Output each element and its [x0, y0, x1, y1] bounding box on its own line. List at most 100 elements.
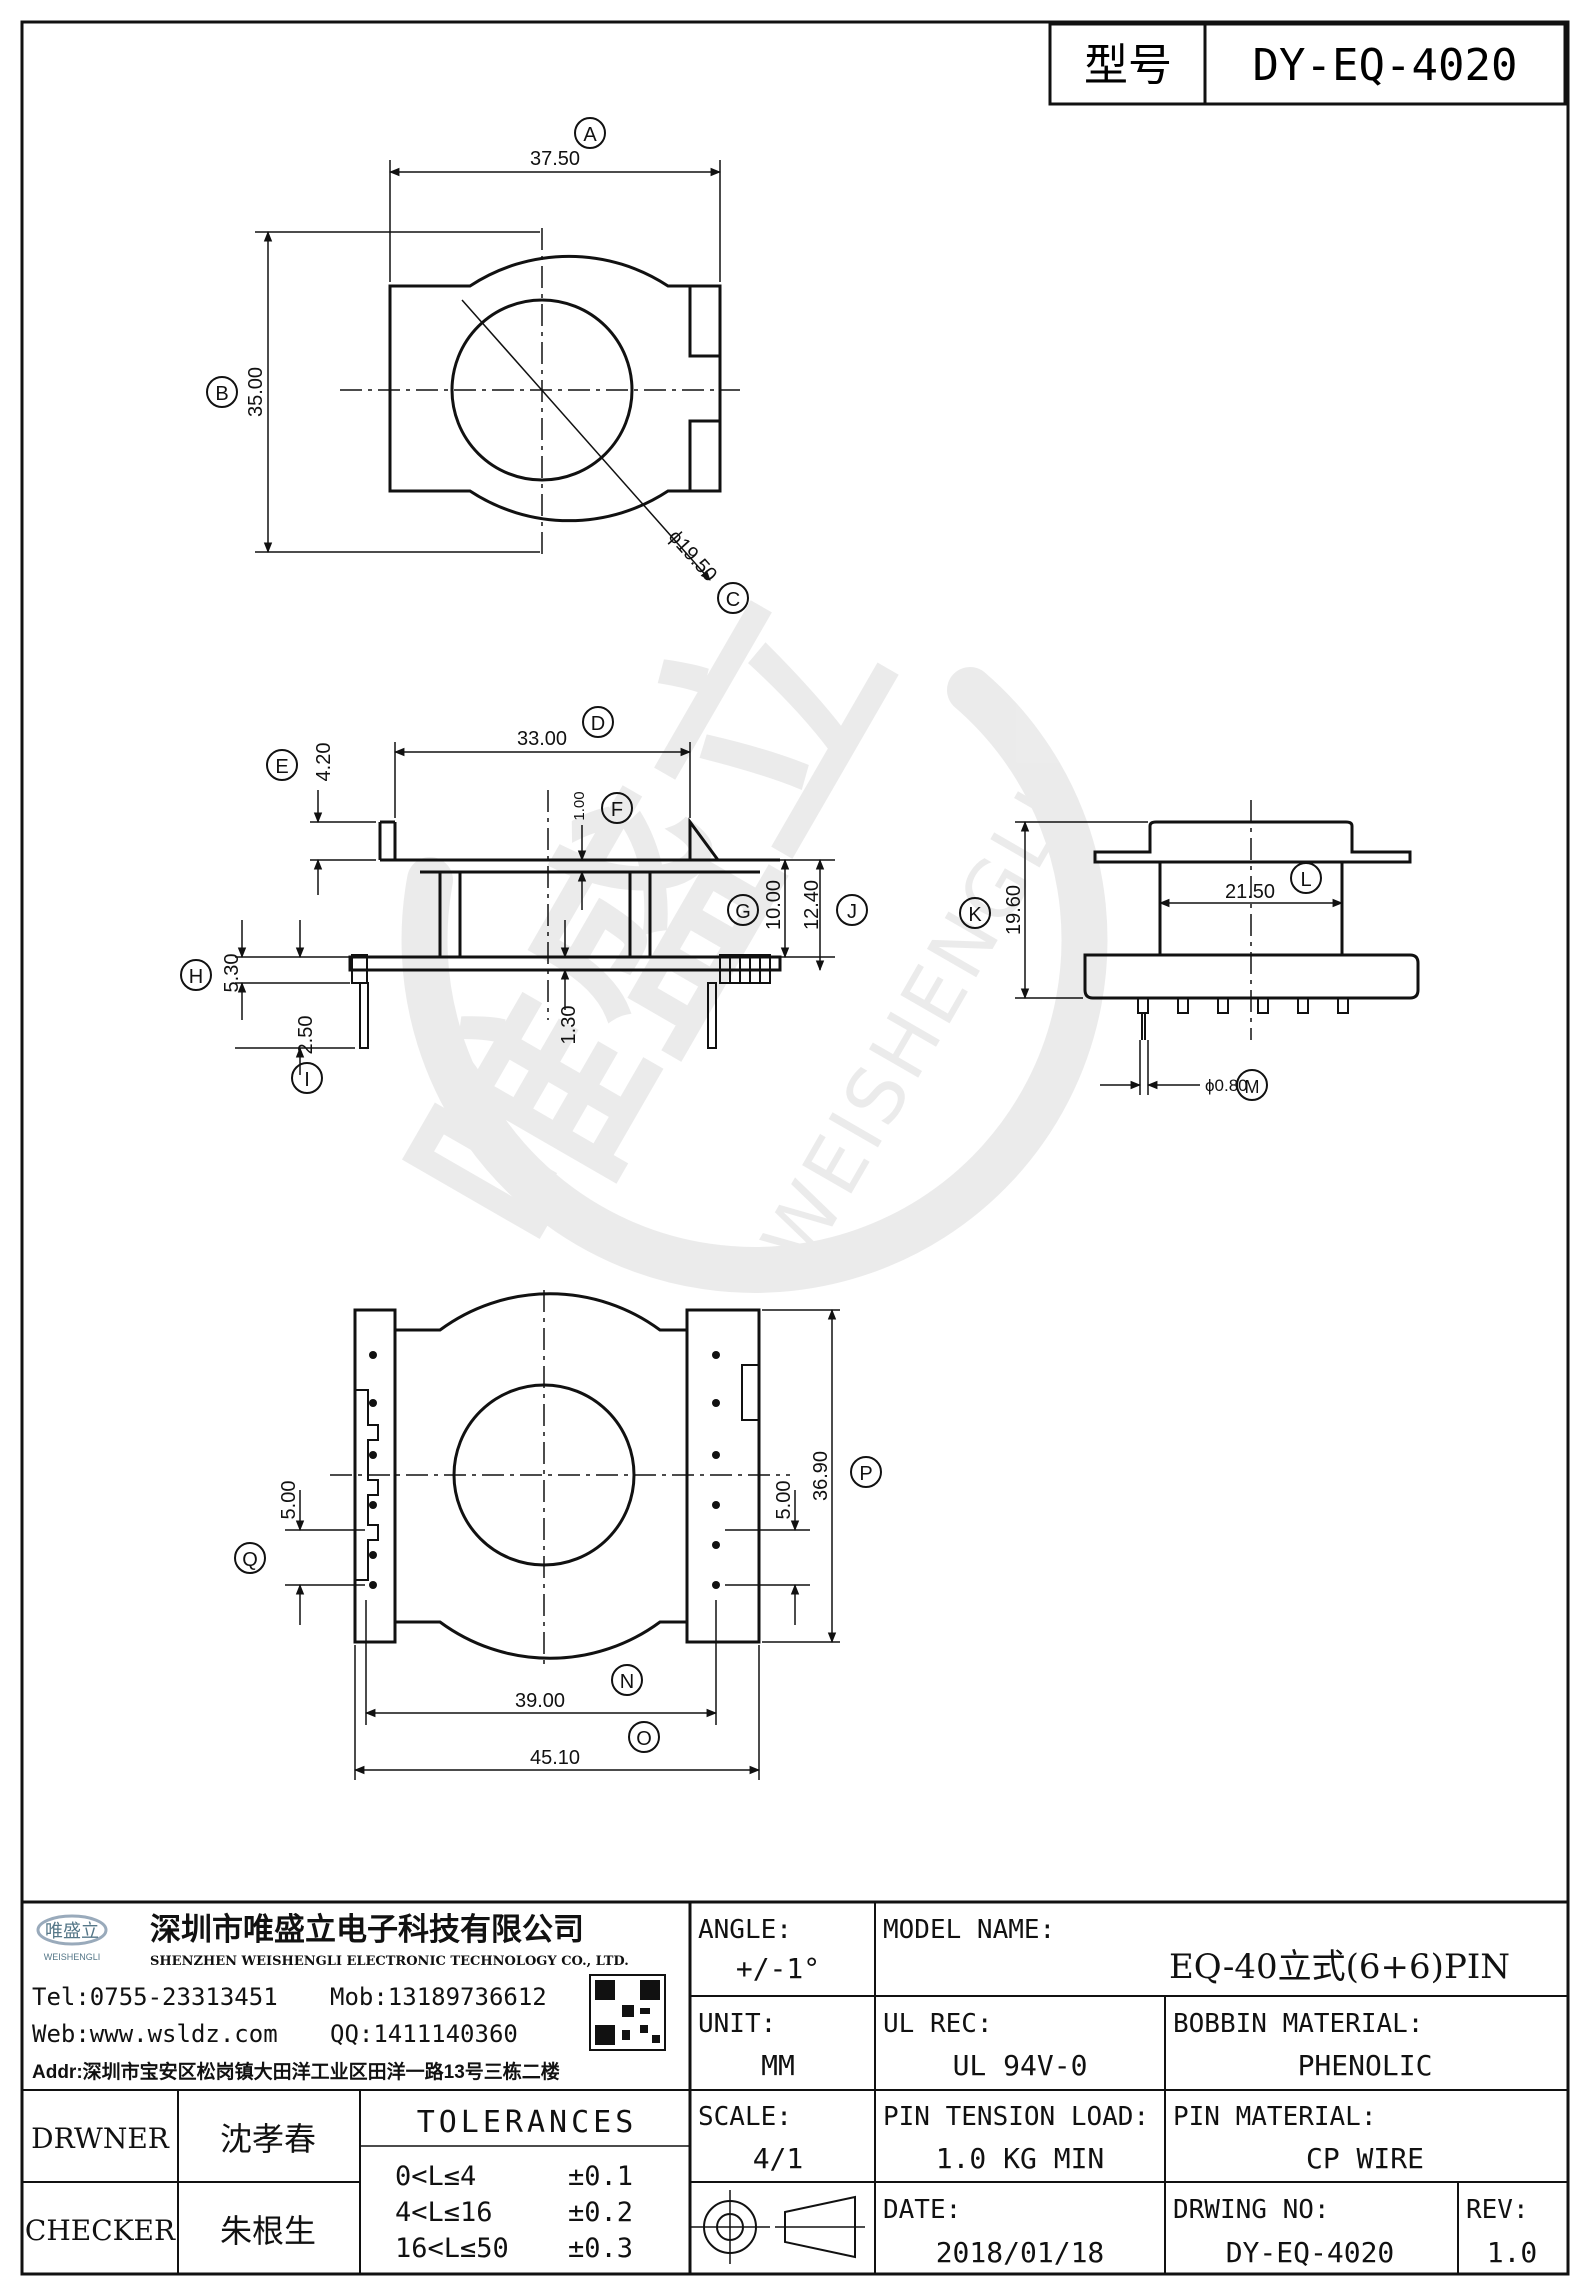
scale-label: SCALE:	[698, 2102, 792, 2132]
label-q: Q	[242, 1549, 258, 1571]
model-title-label: 型号	[1084, 41, 1172, 90]
title-block	[22, 1900, 1568, 2274]
company-mob: Mob:13189736612	[330, 1983, 547, 2011]
label-g: G	[735, 901, 751, 923]
scale-value: 4/1	[753, 2142, 804, 2175]
label-f: F	[611, 799, 623, 821]
tol-value-2: ±0.3	[568, 2233, 633, 2264]
title-block-text: 唯盛立 WEISHENGLI 深圳市唯盛立电子科技有限公司 SHENZHEN W…	[25, 1912, 1537, 2269]
label-c: C	[726, 589, 740, 611]
model-title-value: DY-EQ-4020	[1253, 40, 1518, 91]
sheet-border	[20, 20, 1570, 2276]
dim-f-value: 1.00	[571, 791, 588, 820]
dim-j-value: 12.40	[801, 880, 823, 930]
tol-range-0: 0<L≤4	[395, 2161, 476, 2192]
side-view-top-flange	[1093, 820, 1412, 864]
label-e: E	[275, 756, 288, 778]
label-b: B	[215, 383, 228, 405]
label-h: H	[189, 966, 203, 988]
drwner-value: 沈孝春	[220, 2121, 316, 2157]
angle-label: ANGLE:	[698, 1915, 792, 1945]
dim-q-right-value: 5.00	[773, 1481, 795, 1520]
top-view	[255, 160, 740, 581]
side-view-annotations: 19.60 21.50 ϕ0.80 K L M	[959, 862, 1322, 1101]
checker-label: CHECKER	[25, 2214, 176, 2247]
drwner-label: DRWNER	[31, 2122, 170, 2155]
logo-text: 唯盛立	[45, 1921, 99, 1941]
date-label: DATE:	[883, 2195, 961, 2225]
label-l: L	[1300, 869, 1311, 891]
pin-material-value: CP WIRE	[1306, 2142, 1424, 2175]
tol-range-1: 4<L≤16	[395, 2197, 493, 2228]
checker-value: 朱根生	[220, 2213, 316, 2249]
front-view-annotations: 33.00 4.20 1.00 10.00 12.40 5.30 2.50 1.…	[180, 706, 868, 1094]
rev-value: 1.0	[1487, 2236, 1538, 2269]
label-j: J	[847, 901, 857, 923]
company-web: Web:www.wsldz.com	[32, 2020, 278, 2048]
angle-value: +/-1°	[736, 1952, 820, 1985]
front-view-lower-flange	[348, 955, 782, 972]
dim-m-value: ϕ0.80	[1205, 1076, 1248, 1095]
side-view-base	[1083, 953, 1420, 1000]
front-view	[235, 742, 835, 1075]
side-view	[1015, 800, 1420, 1095]
dim-l-value: 21.50	[1225, 881, 1275, 903]
tolerances-label: TOLERANCES	[417, 2105, 638, 2140]
label-n: N	[620, 1671, 634, 1693]
dim-i-value: 2.50	[295, 1016, 317, 1055]
dim-c-value: ϕ19.50	[664, 526, 721, 586]
top-view-outline	[388, 254, 722, 523]
unit-value: MM	[761, 2049, 795, 2082]
bobbin-label: BOBBIN MATERIAL:	[1173, 2009, 1423, 2039]
top-view-annotations: 37.50 35.00 ϕ19.50 A B C	[206, 117, 749, 614]
dim-e-value: 4.20	[313, 743, 335, 782]
company-tel: Tel:0755-23313451	[32, 1983, 278, 2011]
dim-q-left-value: 5.00	[278, 1481, 300, 1520]
model-name-label: MODEL NAME:	[883, 1915, 1055, 1945]
bottom-view-outline	[395, 1292, 687, 1660]
pin-tension-value: 1.0 KG MIN	[936, 2142, 1105, 2175]
pin-tension-label: PIN TENSION LOAD:	[883, 2102, 1149, 2132]
company-name-cn: 深圳市唯盛立电子科技有限公司	[150, 1912, 584, 1947]
dim-o-value: 45.10	[530, 1747, 580, 1769]
tol-value-0: ±0.1	[568, 2161, 633, 2192]
dim-a-value: 37.50	[530, 148, 580, 170]
drwing-no-label: DRWING NO:	[1173, 2195, 1330, 2225]
dim-h-value: 5.30	[221, 954, 243, 993]
label-k: K	[968, 904, 982, 926]
dim-g-value: 10.00	[763, 880, 785, 930]
tol-value-1: ±0.2	[568, 2197, 633, 2228]
pin-material-label: PIN MATERIAL:	[1173, 2102, 1377, 2132]
rev-label: REV:	[1466, 2195, 1529, 2225]
top-view-bore	[450, 298, 634, 482]
logo-sub: WEISHENGLI	[44, 1952, 101, 1962]
drwing-no-value: DY-EQ-4020	[1226, 2236, 1395, 2269]
dim-p-value: 36.90	[810, 1451, 832, 1501]
dim-n-value: 39.00	[515, 1690, 565, 1712]
label-i: I	[304, 1069, 310, 1091]
company-qq: QQ:1411140360	[330, 2020, 518, 2048]
label-m: M	[1245, 1077, 1260, 1097]
ul-rec-value: UL 94V-0	[953, 2049, 1088, 2082]
label-o: O	[636, 1728, 652, 1750]
ul-rec-label: UL REC:	[883, 2009, 993, 2039]
unit-label: UNIT:	[698, 2009, 776, 2039]
label-a: A	[583, 124, 597, 146]
model-title-box: 型号 DY-EQ-4020	[1048, 22, 1567, 106]
company-addr: Addr:深圳市宝安区松岗镇大田洋工业区田洋一路13号三栋二楼	[32, 2060, 560, 2083]
bobbin-value: PHENOLIC	[1298, 2049, 1433, 2082]
label-p: P	[859, 1463, 872, 1485]
dim-b-value: 35.00	[245, 367, 267, 417]
bottom-view	[285, 1290, 840, 1780]
tol-range-2: 16<L≤50	[395, 2233, 509, 2264]
label-d: D	[591, 713, 605, 735]
dim-base-value: 1.30	[558, 1006, 580, 1045]
date-value: 2018/01/18	[936, 2236, 1105, 2269]
model-name-value: EQ-40立式(6+6)PIN	[1169, 1947, 1510, 1987]
company-name-en: SHENZHEN WEISHENGLI ELECTRONIC TECHNOLOG…	[150, 1954, 629, 1969]
company-logo-icon	[36, 1914, 108, 1946]
dim-d-value: 33.00	[517, 728, 567, 750]
bottom-view-annotations: 36.90 5.00 5.00 39.00 45.10 P Q N O	[234, 1451, 882, 1769]
dim-k-value: 19.60	[1003, 885, 1025, 935]
